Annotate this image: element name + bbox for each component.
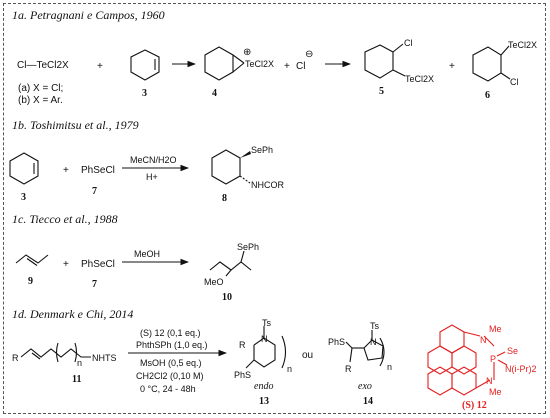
exo-n-index: n: [387, 362, 392, 372]
plus-sign: +: [449, 61, 455, 72]
catalyst-n-bottom: N: [486, 376, 493, 386]
option-b: (b) X = Ar.: [18, 95, 63, 106]
conditions-acid: H+: [146, 172, 158, 182]
conditions-mecn-h2o: MeCN/H2O: [130, 155, 177, 165]
compound-3-label: 3: [142, 88, 147, 99]
product-10-meo: MeO: [204, 277, 224, 287]
condition-catalyst: (S) 12 (0,1 eq.): [140, 328, 201, 338]
condition-solvent: CH2Cl2 (0,10 M): [136, 371, 204, 381]
cyclohexene-structure: [9, 152, 39, 185]
reagent-tecl2x: Cl—TeCl2X: [17, 60, 69, 71]
condition-phthsph: PhthSPh (1,0 eq.): [136, 340, 208, 350]
compound-10-label: 10: [222, 292, 232, 303]
catalyst-p: P: [490, 354, 496, 364]
positive-charge-icon: ⊕: [243, 47, 251, 58]
catalyst-me-top: Me: [489, 324, 502, 334]
product-6-structure: [472, 45, 511, 82]
product-8-structure: [211, 149, 251, 185]
compound-5-label: 5: [379, 86, 384, 97]
product-8-nhcor: NHCOR: [251, 180, 284, 190]
exo-phs-label: PhS: [328, 337, 345, 347]
section-1d-title: 1d. Denmark e Chi, 2014: [12, 307, 133, 321]
endo-n-index: n: [287, 364, 292, 374]
conditions-meoh: MeOH: [134, 249, 160, 259]
compound-7-label: 7: [92, 186, 97, 197]
endo-r-label: R: [239, 340, 246, 350]
cyclohexene-structure: [130, 49, 160, 81]
compound-3-label: 3: [21, 192, 26, 203]
2-butene-structure: [15, 254, 49, 266]
plus-sign: +: [284, 61, 290, 72]
compound-12-label: (S) 12: [462, 400, 487, 411]
endo-label: endo: [254, 381, 273, 392]
catalyst-n-ipr2: N(i-Pr)2: [505, 364, 537, 374]
binaphthyl-catalyst-structure: [427, 324, 508, 396]
exo-r-label: R: [345, 364, 352, 374]
catalyst-me-bottom: Me: [489, 387, 502, 397]
chloride-label: Cl: [296, 61, 305, 72]
compound-7-label: 7: [92, 279, 97, 290]
substrate-r-label: R: [12, 353, 19, 363]
substrate-nhts-label: NHTS: [92, 353, 117, 363]
telluronium-intermediate-structure: [204, 46, 245, 81]
ou-label: ou: [302, 350, 313, 361]
phsecl-reagent: PhSeCl: [81, 259, 115, 270]
compound-4-label: 4: [212, 88, 217, 99]
phsecl-reagent: PhSeCl: [81, 165, 115, 176]
plus-sign: +: [97, 61, 103, 72]
endo-product-structure: [245, 326, 287, 369]
exo-ts-label: Ts: [370, 321, 380, 331]
product-10-seph: SePh: [237, 242, 259, 252]
product-6-tecl2x: TeCl2X: [508, 40, 537, 50]
product-5-structure: [364, 43, 406, 79]
catalyst-se: Se: [507, 346, 518, 356]
section-1b-title: 1b. Toshimitsu et al., 1979: [12, 118, 139, 132]
product-6-cl: Cl: [510, 77, 519, 87]
tecl2x-label: TeCl2X: [245, 59, 274, 69]
plus-sign: +: [63, 259, 69, 270]
compound-13-label: 13: [259, 396, 269, 407]
substrate-11-structure: [20, 342, 91, 363]
product-5-tecl2x: TeCl2X: [405, 74, 434, 84]
exo-label: exo: [358, 381, 372, 392]
endo-n-label: N: [261, 334, 268, 344]
catalyst-n-top: N: [480, 335, 487, 345]
exo-product-structure: [345, 330, 385, 367]
substrate-n-label: n: [77, 358, 82, 368]
plus-sign: +: [63, 165, 69, 176]
condition-msoh: MsOH (0,5 eq.): [140, 358, 202, 368]
negative-charge-icon: ⊖: [305, 49, 313, 60]
product-10-structure: [209, 250, 252, 277]
exo-n-label: N: [370, 337, 377, 347]
product-8-seph: SePh: [251, 145, 273, 155]
compound-11-label: 11: [72, 374, 81, 385]
section-1a-title: 1a. Petragnani e Campos, 1960: [12, 8, 165, 22]
product-5-cl: Cl: [404, 38, 413, 48]
endo-ts-label: Ts: [262, 318, 272, 328]
compound-6-label: 6: [485, 90, 490, 101]
section-1c-title: 1c. Tiecco et al., 1988: [12, 212, 118, 226]
condition-temperature: 0 °C, 24 - 48h: [140, 384, 196, 394]
compound-9-label: 9: [28, 276, 33, 287]
compound-14-label: 14: [363, 396, 373, 407]
compound-8-label: 8: [222, 193, 227, 204]
option-a: (a) X = Cl;: [18, 83, 63, 94]
figure-frame: [3, 3, 546, 414]
endo-phs-label: PhS: [234, 370, 251, 380]
